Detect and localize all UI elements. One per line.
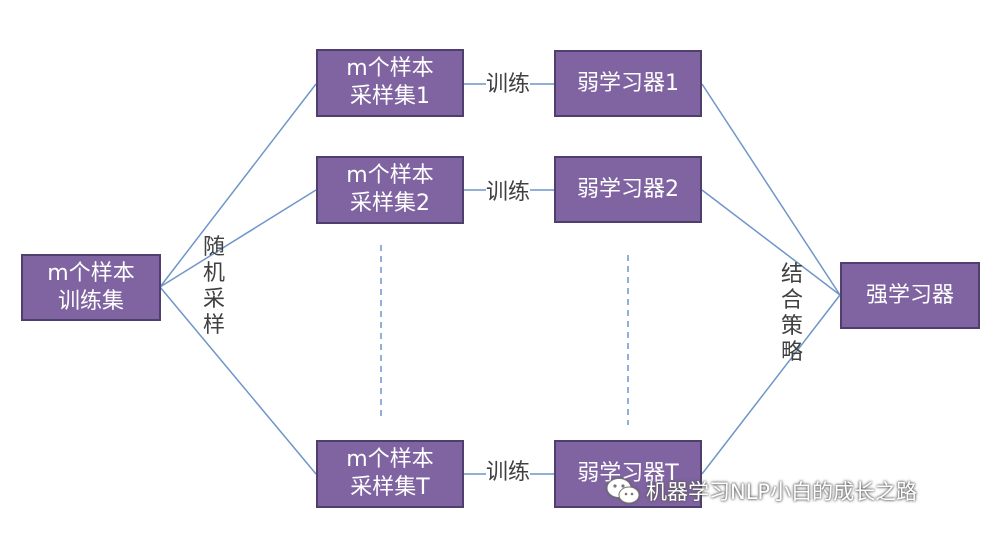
edge-label-train-2: 训练 xyxy=(486,180,531,206)
edge-train-to-sample-t xyxy=(159,286,317,475)
node-sample-set-2-line2: 采样集2 xyxy=(350,191,430,216)
watermark: 机器学习NLP小白的成长之路 xyxy=(606,476,917,506)
node-weak-learner-2: 弱学习器2 xyxy=(554,156,702,223)
edge-label-train-t: 训练 xyxy=(486,460,531,486)
node-sample-set-t: m个样本 采样集T xyxy=(316,440,464,508)
label-random-sampling: 随 机 采 样 xyxy=(201,235,227,339)
edge-train-to-sample-2 xyxy=(159,189,317,288)
label-random-sampling-char: 机 xyxy=(202,261,225,286)
edge-weak-1-to-strong xyxy=(701,83,841,296)
watermark-text: 机器学习NLP小白的成长之路 xyxy=(646,480,918,504)
label-combine-strategy-char: 合 xyxy=(780,288,803,313)
edge-label-train-1: 训练 xyxy=(486,72,531,98)
node-weak-learner-1: 弱学习器1 xyxy=(554,50,702,117)
node-sample-set-1-line1: m个样本 xyxy=(346,56,434,81)
node-training-set-line2: 训练集 xyxy=(57,288,124,314)
node-weak-learner-2-label: 弱学习器2 xyxy=(577,176,679,202)
label-combine-strategy: 结 合 策 略 xyxy=(779,262,805,366)
node-strong-learner-label: 强学习器 xyxy=(865,282,954,308)
edge-weak-2-to-strong xyxy=(701,189,841,296)
label-random-sampling-char: 随 xyxy=(202,235,225,260)
node-training-set-line1: m个样本 xyxy=(47,260,135,286)
node-sample-set-1: m个样本 采样集1 xyxy=(316,49,464,117)
label-random-sampling-char: 样 xyxy=(202,313,225,338)
node-sample-set-2-line1: m个样本 xyxy=(346,163,434,188)
edge-weak-t-to-strong xyxy=(701,294,841,475)
label-combine-strategy-char: 略 xyxy=(780,340,803,365)
edge-train-to-sample-1 xyxy=(159,83,317,288)
node-sample-set-t-line1: m个样本 xyxy=(346,447,434,472)
label-combine-strategy-char: 结 xyxy=(780,262,803,287)
node-weak-learner-1-label: 弱学习器1 xyxy=(577,70,679,96)
label-random-sampling-char: 采 xyxy=(202,287,225,312)
node-sample-set-2: m个样本 采样集2 xyxy=(316,156,464,224)
node-sample-set-t-line2: 采样集T xyxy=(350,475,430,500)
node-training-set: m个样本 训练集 xyxy=(21,254,161,321)
node-strong-learner: 强学习器 xyxy=(840,262,980,329)
node-sample-set-1-line2: 采样集1 xyxy=(350,84,430,109)
wechat-icon xyxy=(606,478,640,504)
label-combine-strategy-char: 策 xyxy=(780,314,803,339)
